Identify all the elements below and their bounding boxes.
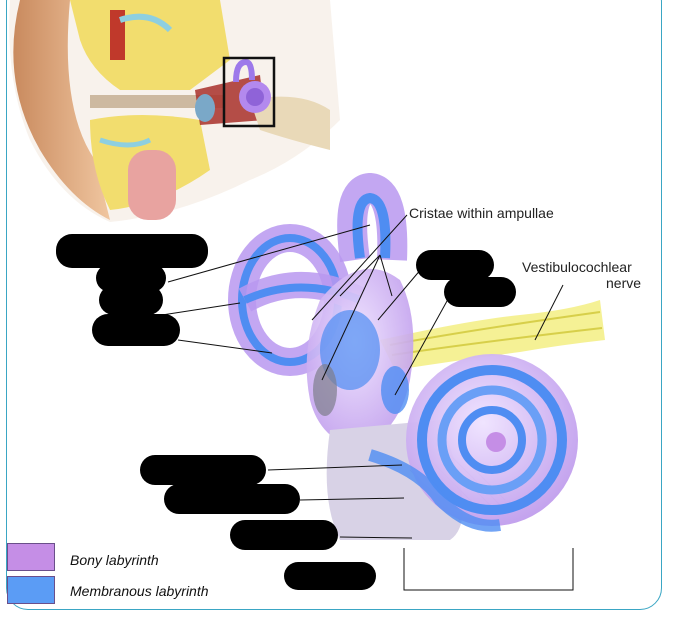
hidden-label-10 [284, 562, 376, 590]
hidden-label-5 [416, 250, 494, 280]
vestibulocochlear-label-line1: Vestibulocochlear [522, 259, 632, 275]
legend-swatch-bony [7, 543, 55, 571]
hidden-label-4 [92, 314, 180, 346]
hidden-label-9 [230, 520, 338, 550]
hidden-label-7 [140, 455, 266, 485]
cristae-label: Cristae within ampullae [409, 205, 554, 221]
content-frame [6, 0, 662, 610]
hidden-label-6 [444, 277, 516, 307]
legend-swatch-membranous [7, 576, 55, 604]
cochlea [326, 354, 578, 540]
legend-label-bony: Bony labyrinth [70, 552, 159, 568]
hidden-label-1 [56, 234, 208, 268]
ear-cross-section [9, 0, 341, 222]
hidden-label-3 [99, 285, 163, 315]
legend-label-membranous: Membranous labyrinth [70, 583, 209, 599]
vestibulocochlear-label-line2: nerve [606, 275, 642, 291]
hidden-label-8 [164, 484, 300, 514]
leader-lines [161, 214, 574, 591]
